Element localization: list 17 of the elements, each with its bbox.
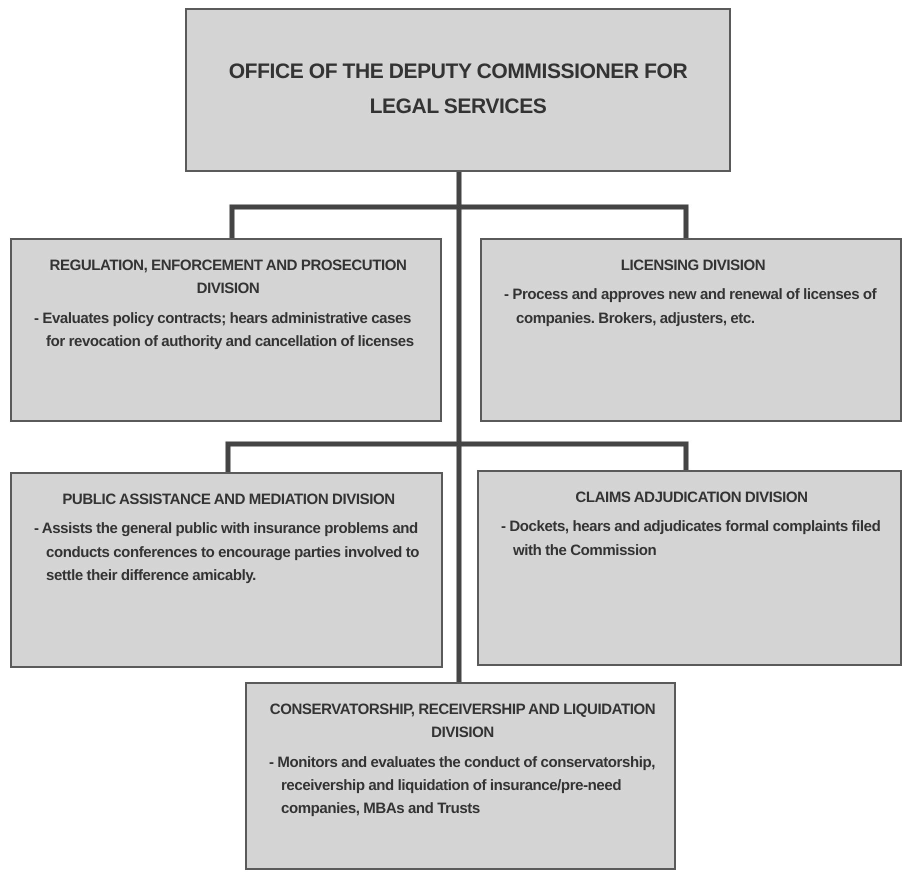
division-box bbox=[477, 470, 902, 666]
division-box bbox=[10, 472, 443, 668]
division-box bbox=[10, 238, 442, 422]
division-description: - Process and approves new and renewal of licenses of companies. Brokers, adjusters, etc. bbox=[504, 285, 878, 328]
office-box bbox=[185, 8, 731, 172]
division-description: - Monitors and evaluates the conduct of conservatorship, receivership and liquidation of insurance/pre-need companies, MBAs and Trusts bbox=[269, 752, 656, 819]
division-title: CONSERVATORSHIP, RECEIVERSHIP AND LIQUIDATION DIVISION bbox=[269, 700, 656, 744]
division-title: REGULATION, ENFORCEMENT AND PROSECUTION DIVISION bbox=[48, 256, 408, 300]
division-description: - Assists the general public with insurance problems and conducts conferences to encourage parties involved to settle their difference amicably. bbox=[34, 519, 420, 586]
division-box bbox=[480, 238, 902, 422]
division-box bbox=[245, 682, 676, 870]
division-description: - Evaluates policy contracts; hears administrative cases for revocation of authority and cancellation of licenses bbox=[34, 308, 415, 352]
division-title: PUBLIC ASSISTANCE AND MEDIATION DIVISION bbox=[61, 490, 396, 510]
division-title: CLAIMS ADJUDICATION DIVISION bbox=[574, 488, 809, 508]
division-description: - Dockets, hears and adjudicates formal complaints filed with the Commission bbox=[501, 517, 882, 560]
division-title: LICENSING DIVISION bbox=[620, 256, 766, 276]
office-title: OFFICE OF THE DEPUTY COMMISSIONER FOR LEGAL SERVICES bbox=[228, 59, 688, 120]
